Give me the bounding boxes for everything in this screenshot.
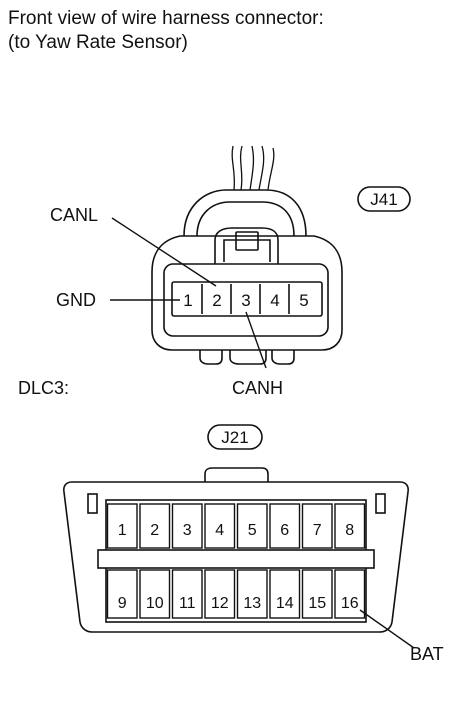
canh-label: CANH <box>232 378 283 398</box>
dlc3-pin-cell-4 <box>204 503 236 549</box>
dlc3-pin-cell-7 <box>301 503 333 549</box>
header-line-2: (to Yaw Rate Sensor) <box>8 32 188 53</box>
dlc3-pin-cell-10 <box>139 569 171 619</box>
dlc3-pin-10: 10 <box>146 595 164 612</box>
bat-leader <box>359 609 415 649</box>
j21-badge-label: J21 <box>221 428 248 447</box>
center-rib <box>97 549 375 569</box>
j41-badge: J41 <box>357 186 411 212</box>
j41-pin-2: 2 <box>212 291 221 310</box>
dlc3-pin-cell-3 <box>171 503 203 549</box>
dlc3-pin-cell-16 <box>334 569 366 619</box>
dlc3-connector <box>63 467 409 633</box>
dlc3-pin-cells <box>106 503 366 619</box>
dlc3-pin-7: 7 <box>313 522 322 539</box>
dlc3-pin-13: 13 <box>243 595 261 612</box>
dlc3-top-pin-numbers: 1 2 3 4 5 6 7 8 <box>118 522 355 539</box>
j41-pin-numbers: 1 2 3 4 5 <box>183 291 308 310</box>
j41-callouts <box>110 217 267 369</box>
dlc3-pin-cell-15 <box>301 569 333 619</box>
j41-pin-1: 1 <box>183 291 192 310</box>
j21-badge: J21 <box>207 424 263 450</box>
gnd-label: GND <box>56 290 96 310</box>
dlc3-pin-cell-12 <box>204 569 236 619</box>
j41-badge-label: J41 <box>370 190 397 209</box>
dlc3-pin-1: 1 <box>118 522 127 539</box>
dlc3-pin-12: 12 <box>211 595 229 612</box>
bat-label: BAT <box>410 644 444 664</box>
canl-label: CANL <box>50 205 98 225</box>
dlc3-pin-3: 3 <box>183 522 192 539</box>
dlc3-pin-cell-5 <box>236 503 268 549</box>
dlc3-pin-15: 15 <box>308 595 326 612</box>
dlc3-pin-9: 9 <box>118 595 127 612</box>
dlc3-pin-4: 4 <box>215 522 224 539</box>
dlc3-pin-cell-8 <box>334 503 366 549</box>
j41-connector <box>151 145 343 365</box>
dlc3-pin-cell-2 <box>139 503 171 549</box>
lock-latch <box>214 227 279 264</box>
dlc3-pin-6: 6 <box>280 522 289 539</box>
dlc3-pin-16: 16 <box>341 595 359 612</box>
dlc3-pin-8: 8 <box>345 522 354 539</box>
dlc3-pin-5: 5 <box>248 522 257 539</box>
j41-pin-4: 4 <box>270 291 279 310</box>
dlc3-pin-cell-6 <box>269 503 301 549</box>
dlc3-pin-11: 11 <box>179 595 196 612</box>
dlc3-bottom-pin-numbers: 9 10 11 12 13 14 15 16 <box>118 595 359 612</box>
dlc3-pin-cell-1 <box>106 503 138 549</box>
dlc3-pin-2: 2 <box>150 522 159 539</box>
header-line-1: Front view of wire harness connector: <box>8 8 324 29</box>
wire-bundle <box>231 145 275 191</box>
connector-hood <box>183 189 307 237</box>
canl-leader <box>111 217 217 287</box>
dlc3-pin-14: 14 <box>276 595 294 612</box>
canh-leader <box>245 311 267 369</box>
dlc3-pin-cell-11 <box>171 569 203 619</box>
dlc3-title: DLC3: <box>18 378 69 398</box>
j41-pin-5: 5 <box>299 291 308 310</box>
dlc3-pin-cell-13 <box>236 569 268 619</box>
dlc3-pin-cell-9 <box>106 569 138 619</box>
dlc3-housing <box>63 481 409 633</box>
connector-body <box>151 235 343 351</box>
dlc3-pin-cell-14 <box>269 569 301 619</box>
j41-pin-3: 3 <box>241 291 250 310</box>
